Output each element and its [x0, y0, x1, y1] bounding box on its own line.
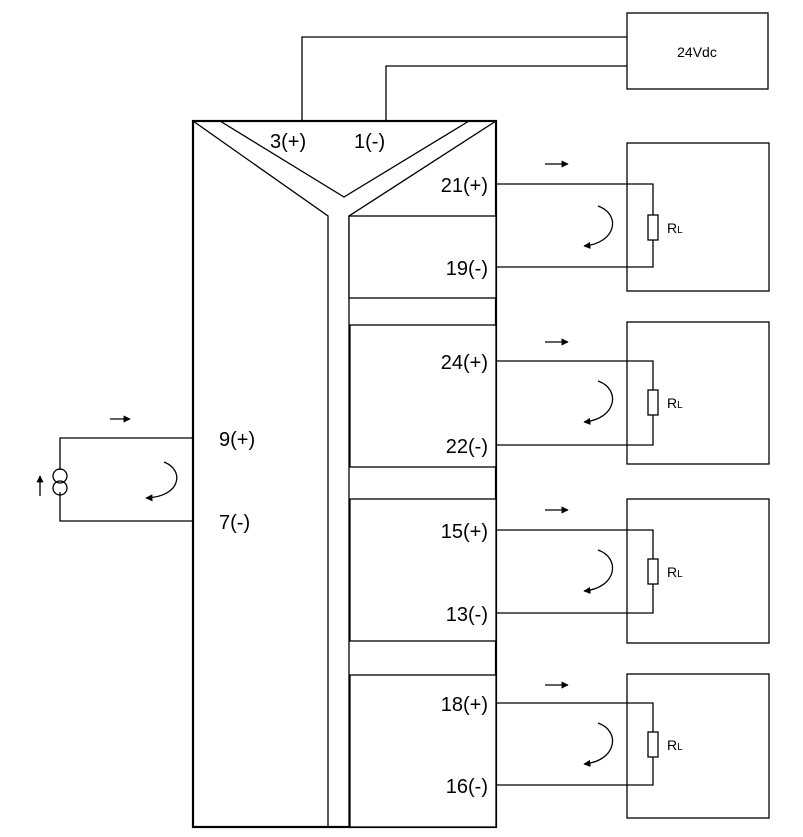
output-channel-4: RL 18(+) 16(-) — [441, 673, 770, 819]
output-3-wire-positive — [496, 529, 654, 559]
output-2-loop-arrow-icon — [583, 380, 614, 425]
load-label-1: RL — [667, 220, 683, 236]
input-terminal-positive: 9(+) — [219, 429, 255, 451]
power-terminal-negative: 1(-) — [354, 131, 385, 153]
output-2-terminal-negative: 22(-) — [446, 436, 488, 458]
output-1-wire-positive — [496, 183, 654, 215]
supply-wire-negative — [385, 65, 627, 120]
current-source-icon — [36, 468, 68, 496]
output-1-loop-arrow-icon — [583, 205, 614, 249]
power-supply: 24Vdc — [626, 12, 769, 90]
resistor-icon — [647, 558, 659, 585]
output-1-terminal-positive: 21(+) — [441, 175, 488, 197]
output-2-wire-positive — [496, 360, 654, 390]
resistor-icon — [647, 214, 659, 241]
output-4-loop-arrow-icon — [583, 722, 614, 767]
output-2-terminal-positive: 24(+) — [441, 352, 488, 374]
supply-wiring — [301, 36, 627, 120]
output-channel-box-1 — [348, 215, 497, 299]
output-1-terminal-negative: 19(-) — [446, 258, 488, 280]
output-channel-box-3 — [349, 498, 497, 642]
output-4-wire-negative — [496, 757, 654, 786]
power-supply-label: 24Vdc — [677, 44, 717, 60]
output-4-wire-positive — [496, 702, 654, 732]
output-channel-box-2 — [349, 324, 497, 468]
output-3-terminal-positive: 15(+) — [441, 521, 488, 543]
input-wire-negative — [59, 492, 193, 522]
output-channel-3: RL 15(+) 13(-) — [441, 498, 770, 644]
resistor-icon — [647, 389, 659, 416]
supply-wire-positive — [301, 36, 627, 120]
output-1-wire-negative — [496, 240, 654, 268]
load-label-2: RL — [667, 395, 683, 411]
output-3-wire-negative — [496, 584, 654, 614]
output-2-wire-negative — [496, 415, 654, 446]
output-channel-1: RL 21(+) 19(-) — [441, 142, 770, 292]
input-wire-positive — [59, 437, 193, 470]
separator-center-v — [219, 120, 470, 198]
separator-left — [192, 120, 329, 827]
output-3-loop-arrow-icon — [583, 549, 614, 594]
output-channel-2: RL 24(+) 22(-) — [441, 321, 770, 465]
power-supply-box — [626, 12, 769, 90]
input-circuit: 9(+) 7(-) — [36, 415, 255, 534]
output-3-terminal-negative: 13(-) — [446, 604, 488, 626]
input-loop-arrow-icon — [145, 461, 178, 502]
power-terminal-positive: 3(+) — [270, 131, 306, 153]
module-body — [191, 119, 498, 829]
input-terminal-negative: 7(-) — [219, 512, 250, 534]
output-4-terminal-positive: 18(+) — [441, 694, 488, 716]
load-label-4: RL — [667, 737, 683, 753]
output-4-terminal-negative: 16(-) — [446, 776, 488, 798]
output-channel-box-4 — [349, 674, 497, 828]
resistor-icon — [647, 731, 659, 758]
load-label-3: RL — [667, 564, 683, 580]
